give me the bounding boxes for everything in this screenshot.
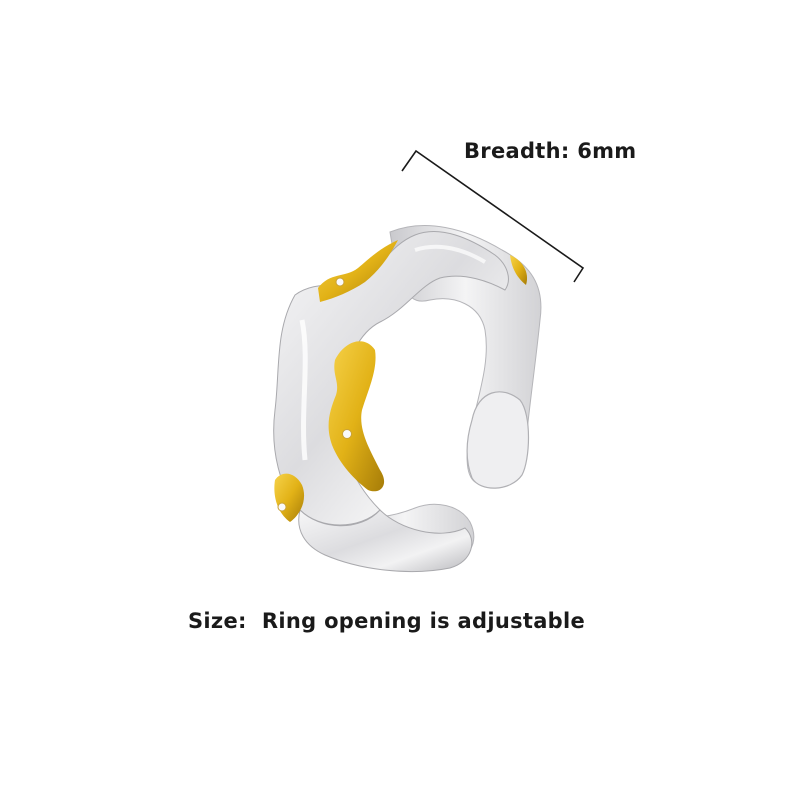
breadth-label: Breadth: 6mm <box>464 139 637 163</box>
size-label: Size: Ring opening is adjustable <box>188 609 586 633</box>
ring-image <box>273 225 542 573</box>
